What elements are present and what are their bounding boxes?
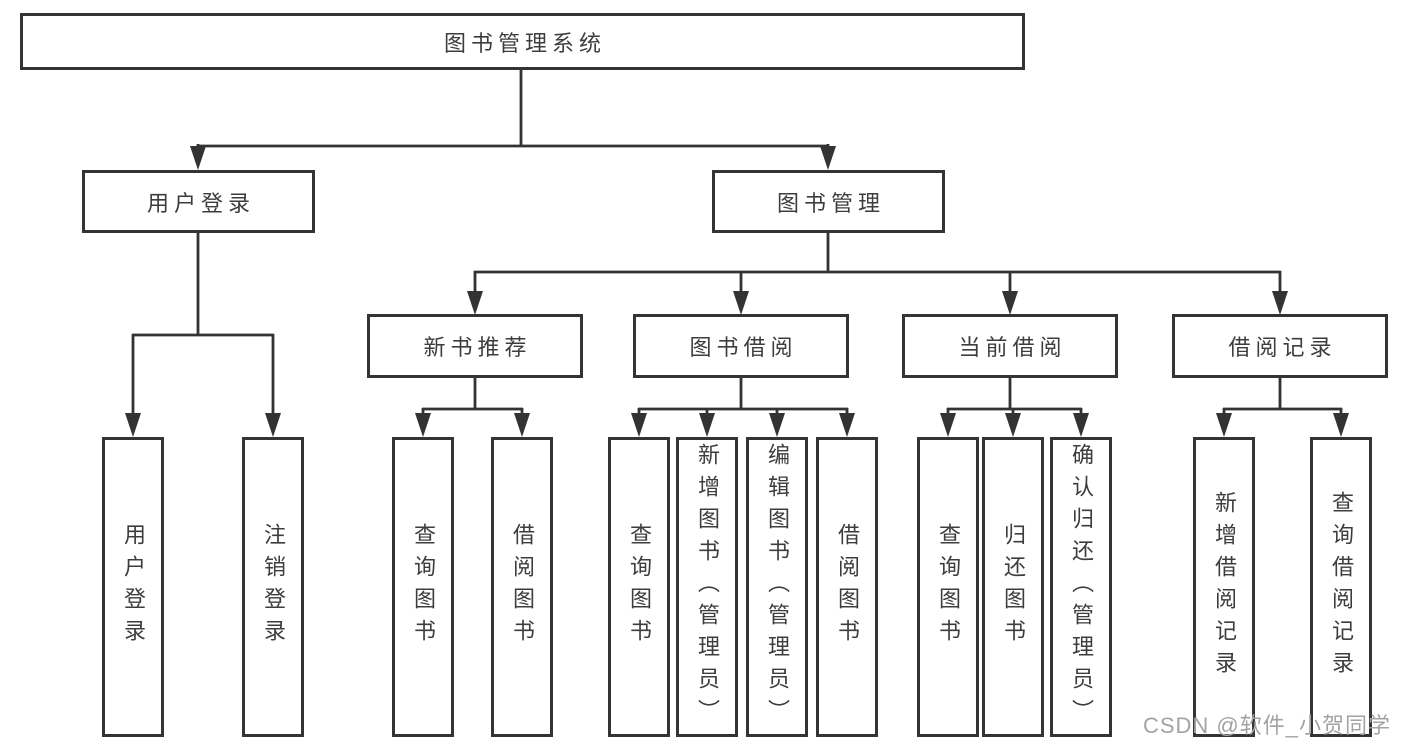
csdn-watermark: CSDN @软件_小贺同学 bbox=[1142, 713, 1391, 738]
leaf-edit-books-admin: 编辑图书（管理员） bbox=[746, 437, 808, 737]
leaf-return-books: 归还图书 bbox=[982, 437, 1044, 737]
node-library-management-system-label: 图书管理系统 bbox=[443, 30, 606, 56]
leaf-logout: 注销登录 bbox=[242, 437, 304, 737]
leaf-confirm-return-admin-label: 确认归还（管理员） bbox=[1069, 443, 1094, 731]
leaf-add-borrow-record: 新增借阅记录 bbox=[1193, 437, 1255, 737]
leaf-query-borrow-record: 查询借阅记录 bbox=[1310, 437, 1372, 737]
leaf-edit-books-admin-label: 编辑图书（管理员） bbox=[765, 443, 790, 731]
leaf-query-books-current: 查询图书 bbox=[917, 437, 979, 737]
leaf-query-borrow-record-label: 查询借阅记录 bbox=[1329, 491, 1354, 683]
leaf-query-books-recommend: 查询图书 bbox=[392, 437, 454, 737]
node-book-borrowing-label: 图书借阅 bbox=[689, 335, 798, 360]
leaf-user-login-label: 用户登录 bbox=[121, 523, 146, 651]
leaf-confirm-return-admin: 确认归还（管理员） bbox=[1050, 437, 1112, 737]
node-current-borrowing-label: 当前借阅 bbox=[958, 335, 1067, 360]
node-borrowing-records: 借阅记录 bbox=[1172, 314, 1388, 378]
node-borrowing-records-label: 借阅记录 bbox=[1228, 335, 1337, 360]
node-new-book-recommendation-label: 新书推荐 bbox=[423, 335, 532, 360]
node-book-management: 图书管理 bbox=[712, 170, 945, 233]
leaf-add-borrow-record-label: 新增借阅记录 bbox=[1212, 491, 1237, 683]
node-new-book-recommendation: 新书推荐 bbox=[367, 314, 583, 378]
leaf-logout-label: 注销登录 bbox=[261, 523, 286, 651]
leaf-query-books-borrowing-label: 查询图书 bbox=[627, 523, 652, 651]
node-library-management-system: 图书管理系统 bbox=[20, 13, 1025, 70]
node-current-borrowing: 当前借阅 bbox=[902, 314, 1118, 378]
leaf-query-books-current-label: 查询图书 bbox=[936, 523, 961, 651]
leaf-borrow-books: 借阅图书 bbox=[816, 437, 878, 737]
leaf-return-books-label: 归还图书 bbox=[1001, 523, 1026, 651]
node-book-borrowing: 图书借阅 bbox=[633, 314, 849, 378]
leaf-add-books-admin: 新增图书（管理员） bbox=[676, 437, 738, 737]
leaf-borrow-books-recommend: 借阅图书 bbox=[491, 437, 553, 737]
node-book-management-label: 图书管理 bbox=[776, 190, 885, 216]
leaf-borrow-books-recommend-label: 借阅图书 bbox=[510, 523, 535, 651]
leaf-query-books-recommend-label: 查询图书 bbox=[411, 523, 436, 651]
leaf-add-books-admin-label: 新增图书（管理员） bbox=[695, 443, 720, 731]
leaf-query-books-borrowing: 查询图书 bbox=[608, 437, 670, 737]
leaf-user-login: 用户登录 bbox=[102, 437, 164, 737]
leaf-borrow-books-label: 借阅图书 bbox=[835, 523, 860, 651]
node-user-login-label: 用户登录 bbox=[146, 190, 255, 216]
node-user-login: 用户登录 bbox=[82, 170, 315, 233]
